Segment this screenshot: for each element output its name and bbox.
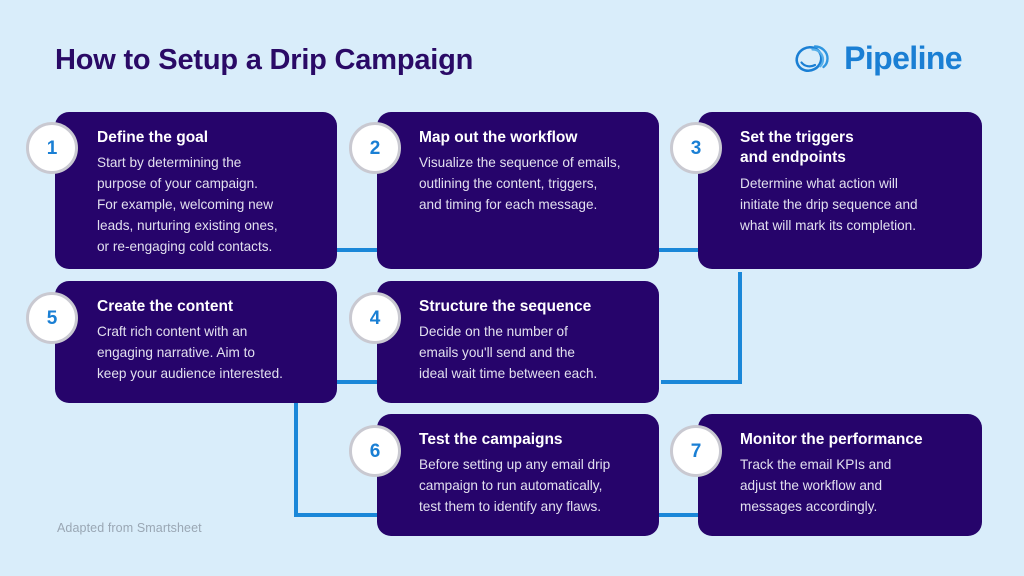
step-body: Track the email KPIs and adjust the work… xyxy=(740,457,892,515)
footer-credit: Adapted from Smartsheet xyxy=(57,521,202,535)
step-badge-4: 4 xyxy=(349,292,401,344)
step-badge-5: 5 xyxy=(26,292,78,344)
step-card-3[interactable]: Set the triggers and endpoints Determine… xyxy=(698,112,982,269)
step-title: Structure the sequence xyxy=(419,298,592,315)
spiral-loop-icon xyxy=(795,45,829,73)
step-title: Set the triggers and endpoints xyxy=(740,129,854,167)
step-card-6[interactable]: Test the campaigns Before setting up any… xyxy=(377,414,659,536)
brand-logo: Pipeline xyxy=(792,38,963,78)
brand-name: Pipeline xyxy=(844,40,963,76)
step-body: Start by determining the purpose of your… xyxy=(97,155,278,254)
step-body: Determine what action will initiate the … xyxy=(740,175,918,233)
step-card-4[interactable]: Structure the sequence Decide on the num… xyxy=(377,281,659,403)
step-title: Create the content xyxy=(97,298,234,315)
step-card-7[interactable]: Monitor the performance Track the email … xyxy=(698,414,982,536)
step-badge-3: 3 xyxy=(670,122,722,174)
step-card-1[interactable]: Define the goal Start by determining the… xyxy=(55,112,337,269)
step-title: Test the campaigns xyxy=(419,431,563,448)
step-card-5[interactable]: Create the content Craft rich content wi… xyxy=(55,281,337,403)
step-body: Before setting up any email drip campaig… xyxy=(419,457,611,515)
step-title: Monitor the performance xyxy=(740,431,923,448)
step-badge-7: 7 xyxy=(670,425,722,477)
step-title: Map out the workflow xyxy=(419,129,578,146)
step-badge-1: 1 xyxy=(26,122,78,174)
step-title: Define the goal xyxy=(97,129,209,146)
step-card-2[interactable]: Map out the workflow Visualize the seque… xyxy=(377,112,659,269)
step-badge-2: 2 xyxy=(349,122,401,174)
step-body: Craft rich content with an engaging narr… xyxy=(97,324,283,382)
page-title: How to Setup a Drip Campaign xyxy=(55,44,474,76)
connector-3-to-4 xyxy=(661,272,742,384)
step-body: Visualize the sequence of emails, outlin… xyxy=(419,155,621,213)
step-body: Decide on the number of emails you'll se… xyxy=(419,324,598,382)
step-badge-6: 6 xyxy=(349,425,401,477)
